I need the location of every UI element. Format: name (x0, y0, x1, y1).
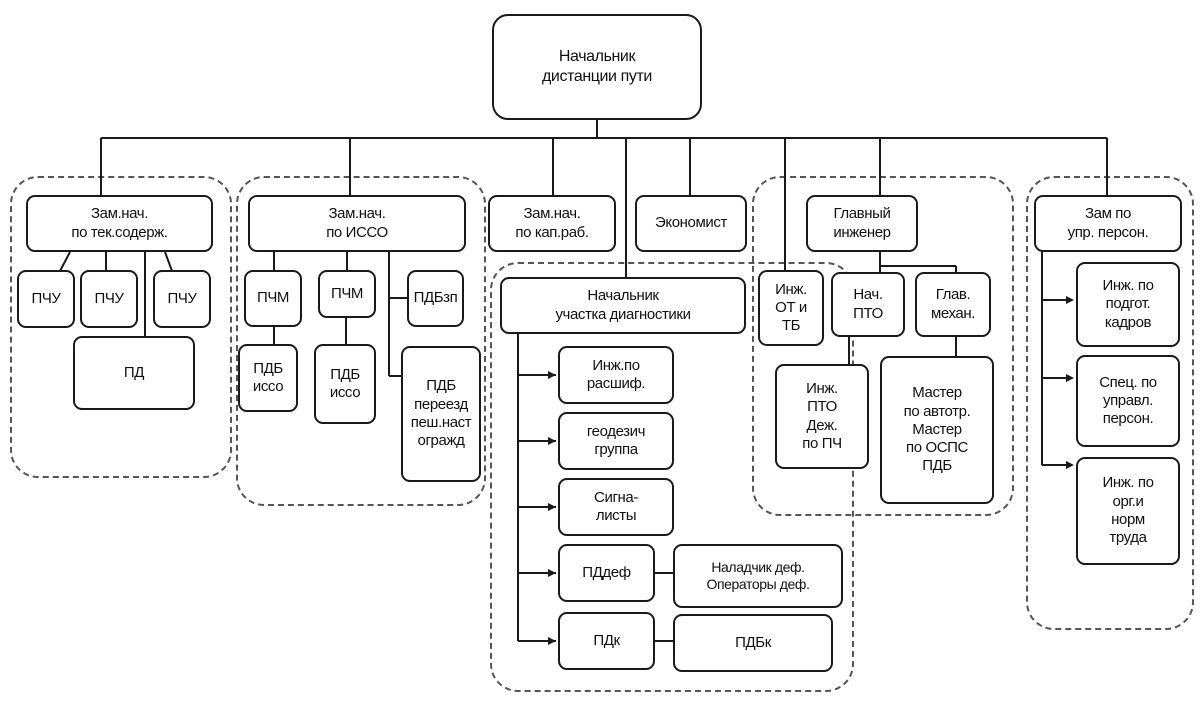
group-chief-engineer (752, 176, 1014, 516)
node-deputy-isso: Зам.нач. по ИССО (248, 195, 466, 252)
node-defect-operators: Наладчик деф. Операторы деф. (673, 544, 843, 608)
group-tech-maintenance (10, 176, 232, 478)
group-diagnostics (490, 262, 854, 692)
node-pchm-1: ПЧМ (244, 270, 302, 327)
node-pdb-isso-1: ПДБ иссо (238, 344, 298, 412)
root-node: Начальник дистанции пути (492, 14, 702, 120)
node-pd: ПД (73, 336, 195, 410)
node-pdbzp: ПДБзп (407, 270, 464, 327)
node-training-engineer: Инж. по подгот. кадров (1076, 262, 1180, 347)
node-pchu-3: ПЧУ (153, 270, 211, 328)
node-masters: Мастер по автотр. Мастер по ОСПС ПДБ (880, 356, 994, 504)
node-chief-engineer: Главный инженер (806, 195, 918, 252)
node-decoding-engineer: Инж.по расшиф. (558, 346, 674, 404)
node-head-pto: Нач. ПТО (831, 272, 905, 337)
node-pto-engineer: Инж. ПТО Деж. по ПЧ (775, 364, 869, 469)
node-economist: Экономист (635, 195, 747, 252)
node-pchm-2: ПЧМ (318, 270, 376, 318)
node-head-diagnostics: Начальник участка диагностики (500, 277, 746, 334)
node-pchu-1: ПЧУ (17, 270, 75, 328)
node-labor-engineer: Инж. по орг.и норм труда (1076, 457, 1180, 565)
node-pdb-isso-2: ПДБ иссо (314, 344, 376, 424)
node-signalmen: Сигна- листы (558, 478, 674, 536)
node-pchu-2: ПЧУ (80, 270, 138, 328)
node-deputy-capital-works: Зам.нач. по кап.раб. (488, 195, 616, 252)
node-deputy-hr: Зам по упр. персон. (1034, 195, 1182, 252)
group-hr (1026, 176, 1194, 630)
node-geodetic-group: геодезич группа (558, 412, 674, 470)
node-hr-specialist: Спец. по управл. персон. (1076, 355, 1180, 447)
node-safety-engineer: Инж. ОТ и ТБ (758, 270, 824, 346)
node-pdb-crossing: ПДБ переезд пеш.наст огражд (401, 346, 481, 482)
node-chief-mechanic: Глав. механ. (915, 272, 991, 337)
node-pd-def: ПДдеф (558, 544, 655, 602)
group-isso (236, 176, 486, 506)
node-deputy-tech-maintenance: Зам.нач. по тек.содерж. (26, 195, 213, 252)
node-pdb-k: ПДБк (673, 614, 833, 672)
node-pd-k: ПДк (558, 612, 655, 670)
